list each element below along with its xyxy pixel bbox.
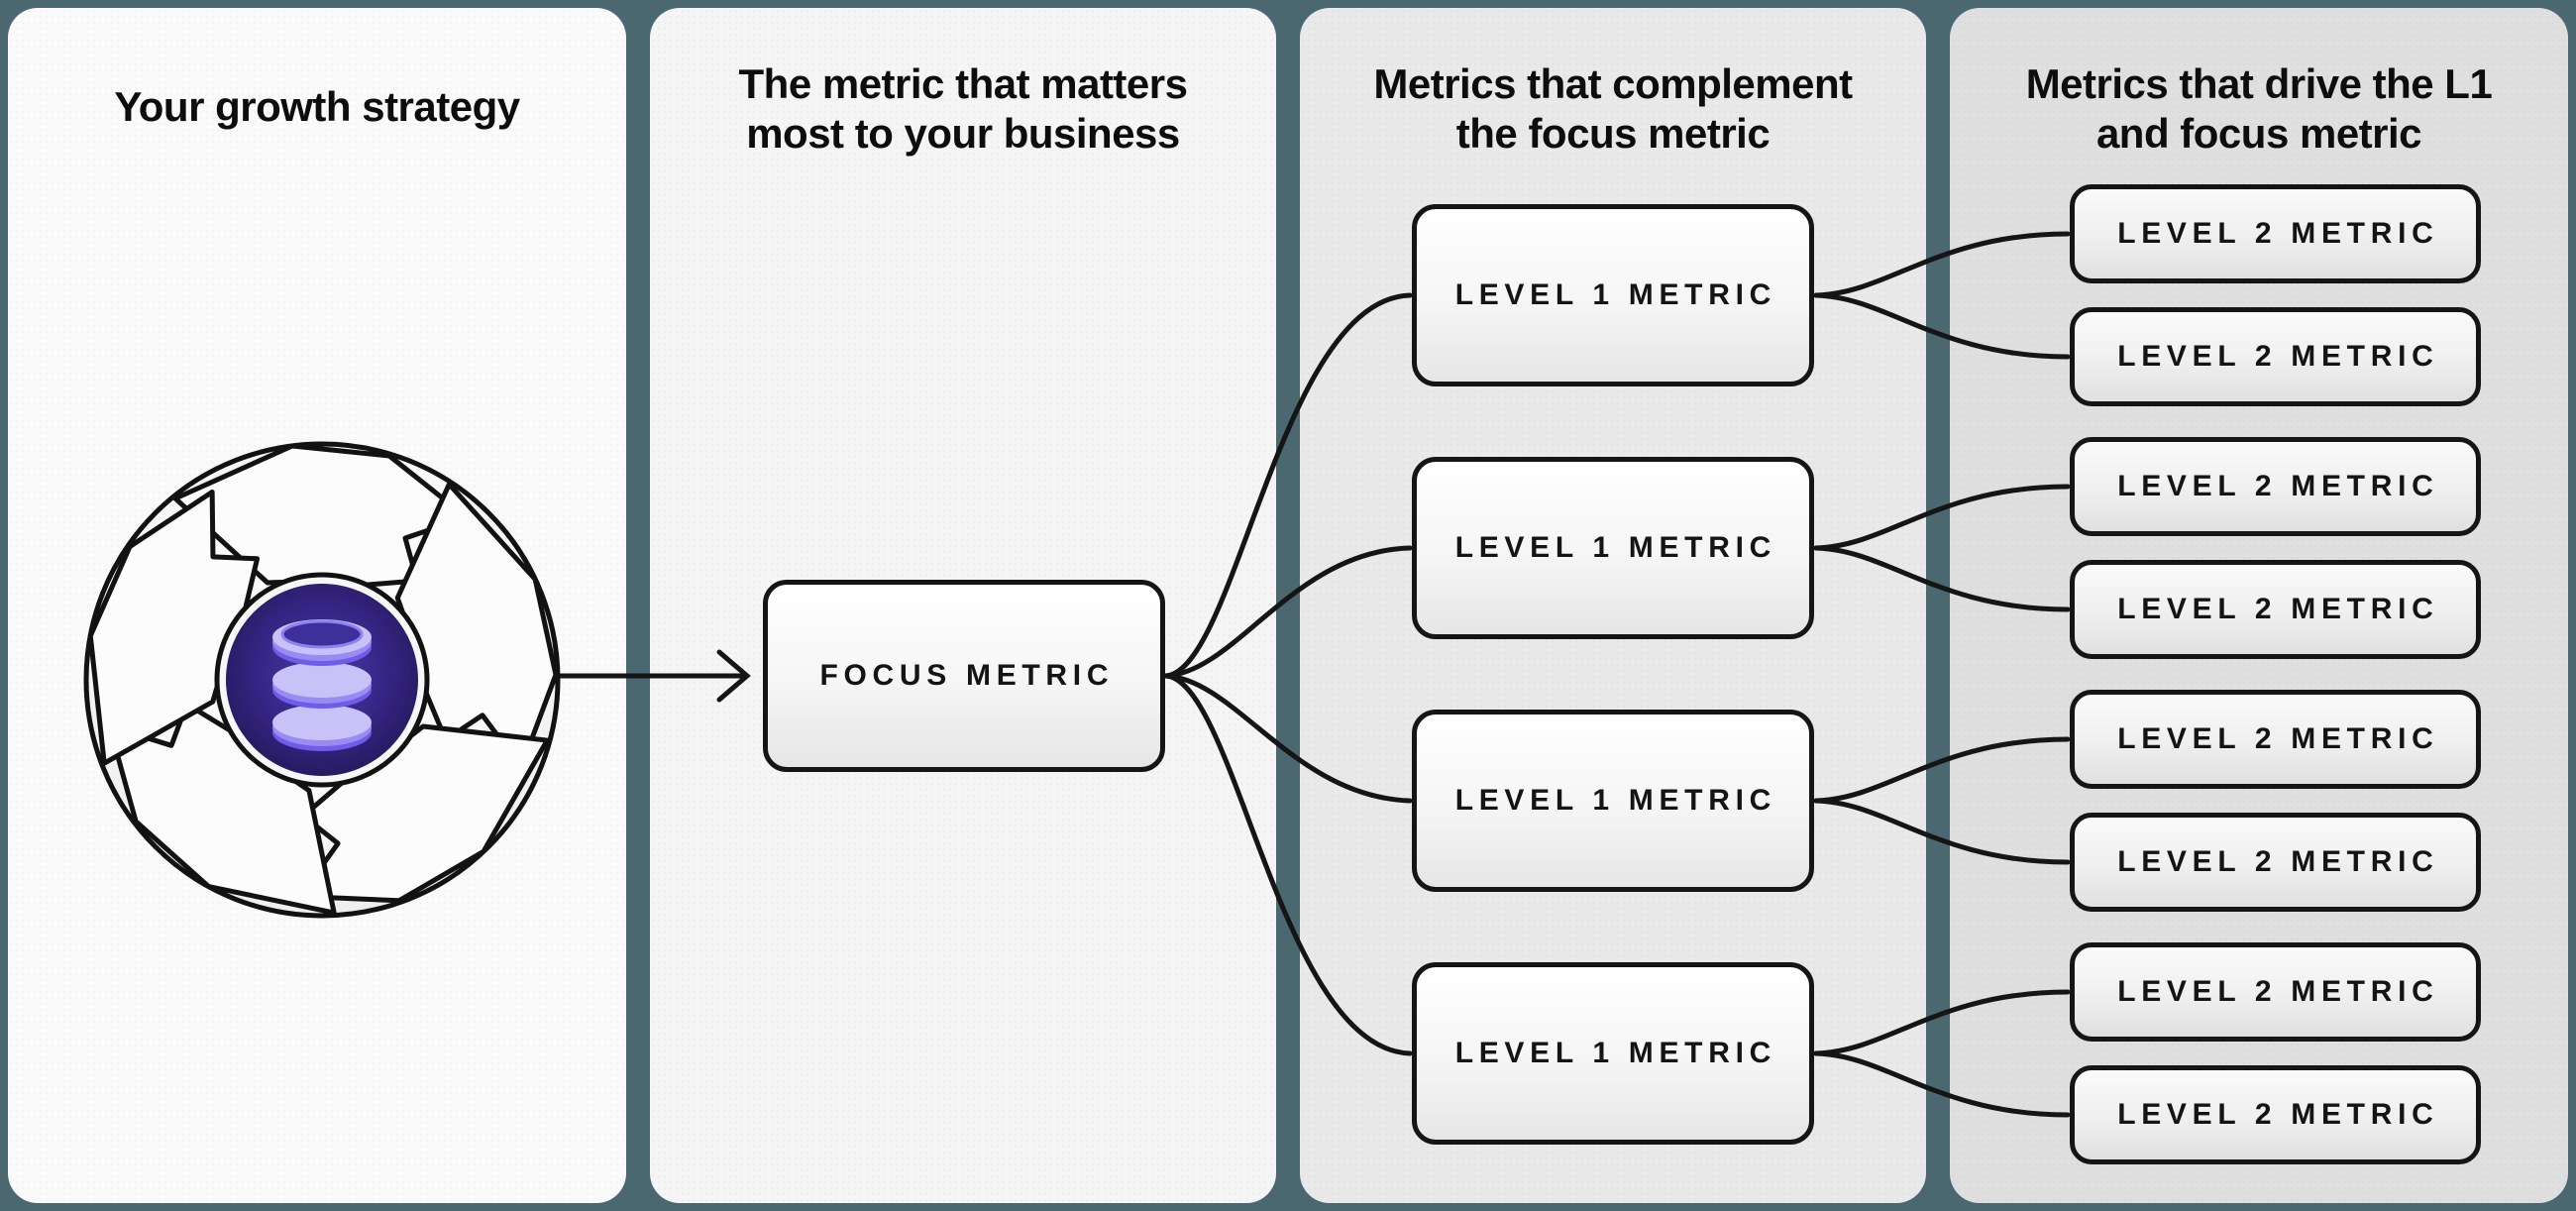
level2-metric-label: LEVEL 2 METRIC [2117,340,2439,373]
level2-metric-box-8: LEVEL 2 METRIC [2070,1065,2481,1164]
level2-metric-box-7: LEVEL 2 METRIC [2070,942,2481,1042]
focus-metric-label: FOCUS METRIC [819,659,1115,692]
panel-title-level1-line1: Metrics that complement [1373,60,1853,107]
curve-l1-3-to-l2-6 [1813,798,2071,865]
level2-metric-label: LEVEL 2 METRIC [2117,975,2439,1008]
level2-metric-box-4: LEVEL 2 METRIC [2070,560,2481,659]
level1-metric-box-3: LEVEL 1 METRIC [1412,710,1814,892]
level2-metric-label: LEVEL 2 METRIC [2117,470,2439,502]
level1-metric-box-1: LEVEL 1 METRIC [1412,204,1814,386]
level2-metric-label: LEVEL 2 METRIC [2117,593,2439,625]
curve-focus-to-l1-1 [1163,292,1413,679]
level2-metric-label: LEVEL 2 METRIC [2117,845,2439,878]
level2-metric-box-2: LEVEL 2 METRIC [2070,307,2481,406]
growth-flywheel-icon [83,441,561,919]
level1-metric-box-2: LEVEL 1 METRIC [1412,457,1814,639]
level2-metric-box-5: LEVEL 2 METRIC [2070,690,2481,789]
curve-focus-to-l1-2 [1163,545,1413,679]
level2-metric-box-1: LEVEL 2 METRIC [2070,184,2481,283]
panel-title-focus-line1: The metric that matters [738,60,1188,107]
curve-l1-1-to-l2-2 [1813,292,2071,360]
panel-title-level2-line2: and focus metric [2095,110,2422,157]
panel-title-growth-strategy: Your growth strategy [114,83,520,130]
curve-l1-2-to-l2-4 [1813,545,2071,612]
database-icon [272,619,372,751]
panel-title-level2: Metrics that drive the L1 and focus metr… [1950,59,2568,159]
arrowhead-icon [716,649,751,703]
curve-focus-to-l1-3 [1163,673,1413,804]
level2-metric-box-3: LEVEL 2 METRIC [2070,437,2481,536]
curve-l1-1-to-l2-1 [1813,231,2071,298]
curve-l1-2-to-l2-3 [1813,484,2071,551]
level2-metric-label: LEVEL 2 METRIC [2117,1098,2439,1131]
level1-metric-label: LEVEL 1 METRIC [1454,784,1776,817]
panel-title-level2-line1: Metrics that drive the L1 [2025,60,2493,107]
level1-metric-label: LEVEL 1 METRIC [1454,1037,1776,1069]
level1-metric-label: LEVEL 1 METRIC [1454,278,1776,311]
panel-title-level1: Metrics that complement the focus metric [1300,59,1926,159]
curve-l1-4-to-l2-8 [1813,1050,2071,1118]
panel-title-level1-line2: the focus metric [1455,110,1771,157]
level1-metric-label: LEVEL 1 METRIC [1454,531,1776,564]
panel-title-focus-metric: The metric that matters most to your bus… [650,59,1276,159]
focus-metric-box: FOCUS METRIC [763,580,1165,772]
curve-l1-3-to-l2-5 [1813,736,2071,804]
level2-metric-label: LEVEL 2 METRIC [2117,217,2439,250]
level2-metric-box-6: LEVEL 2 METRIC [2070,813,2481,912]
level1-metric-box-4: LEVEL 1 METRIC [1412,962,1814,1145]
level2-metric-label: LEVEL 2 METRIC [2117,722,2439,755]
curve-focus-to-l1-4 [1163,673,1413,1056]
panel-title-focus-line2: most to your business [746,110,1180,157]
curve-l1-4-to-l2-7 [1813,989,2071,1056]
